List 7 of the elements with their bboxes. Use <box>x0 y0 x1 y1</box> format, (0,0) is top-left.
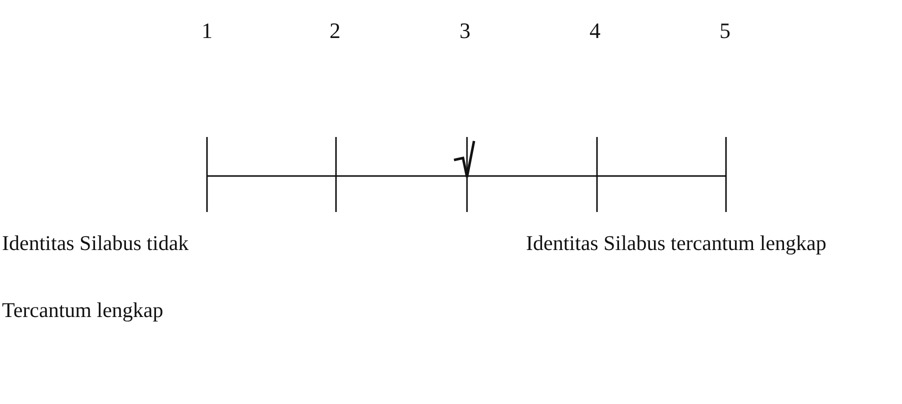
scale-number: 3 <box>460 18 470 44</box>
scale-number: 4 <box>590 18 600 44</box>
scale-number: 1 <box>202 18 212 44</box>
scale-end-description: Identitas Silabus tercantum lengkap <box>526 230 828 257</box>
scale-number: 2 <box>330 18 340 44</box>
scale-number: 5 <box>720 18 730 44</box>
scale-end-description: Identitas Silabus tidak Tercantum lengkap <box>2 230 190 324</box>
